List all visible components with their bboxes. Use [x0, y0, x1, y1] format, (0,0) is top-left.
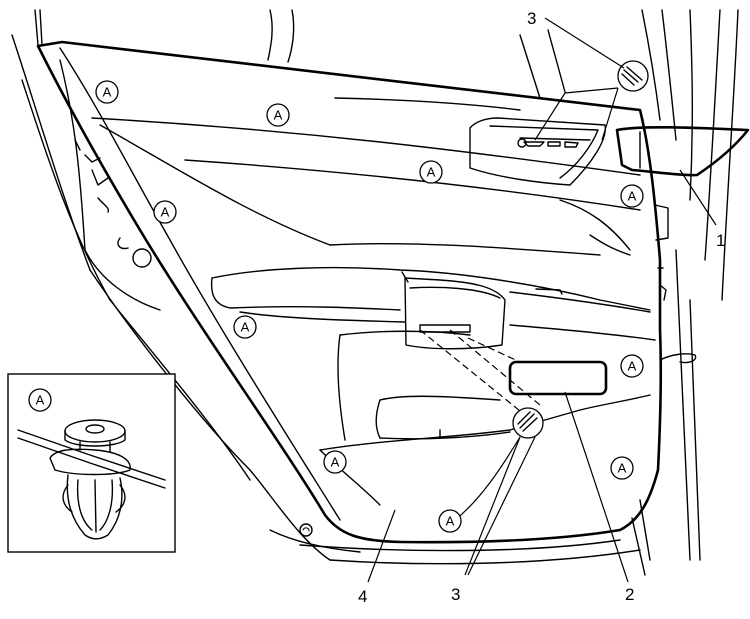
door-trim-inner [59, 47, 697, 537]
screw-bottom [512, 407, 544, 439]
clip-markers: A A A A A A A A A A [95, 80, 644, 533]
clip-marker: A [438, 509, 462, 533]
clip-marker: A [419, 160, 443, 184]
clip-marker-label: A [161, 205, 170, 220]
clip-marker-label: A [274, 108, 283, 123]
hinge-marks [74, 139, 152, 268]
callout-labels: 1 2 3 3 4 [358, 9, 725, 606]
callout-3-top: 3 [527, 9, 536, 28]
clip-marker-label: A [241, 320, 250, 335]
clip-detail-inset: A [7, 373, 176, 553]
door-frame-lines [11, 9, 739, 576]
clip-marker: A [95, 80, 119, 104]
callout-4: 4 [358, 587, 367, 606]
inset-clip-marker-label: A [36, 393, 45, 408]
callout-1: 1 [716, 231, 725, 250]
clip-marker-label: A [446, 514, 455, 529]
switch-cover [508, 360, 608, 396]
clip-marker-label: A [618, 461, 627, 476]
clip-marker: A [610, 456, 634, 480]
clip-marker: A [266, 103, 290, 127]
callout-3-bottom: 3 [451, 585, 460, 604]
clip-marker-label: A [103, 85, 112, 100]
clip-marker-label: A [628, 359, 637, 374]
leader-lines [367, 17, 717, 583]
door-trim-outline [36, 40, 663, 544]
screw-top [617, 60, 649, 92]
clip-marker: A [620, 184, 644, 208]
callout-2: 2 [625, 585, 634, 604]
clip-marker-label: A [331, 455, 340, 470]
clip-marker: A [323, 450, 347, 474]
dashed-guides [419, 329, 541, 416]
corner-trim-part [615, 125, 750, 177]
clip-marker-label: A [427, 165, 436, 180]
clip-marker-label: A [628, 189, 637, 204]
clip-marker: A [620, 354, 644, 378]
clip-marker: A [153, 200, 177, 224]
clip-marker: A [233, 315, 257, 339]
inset-clip-marker: A [28, 388, 52, 412]
